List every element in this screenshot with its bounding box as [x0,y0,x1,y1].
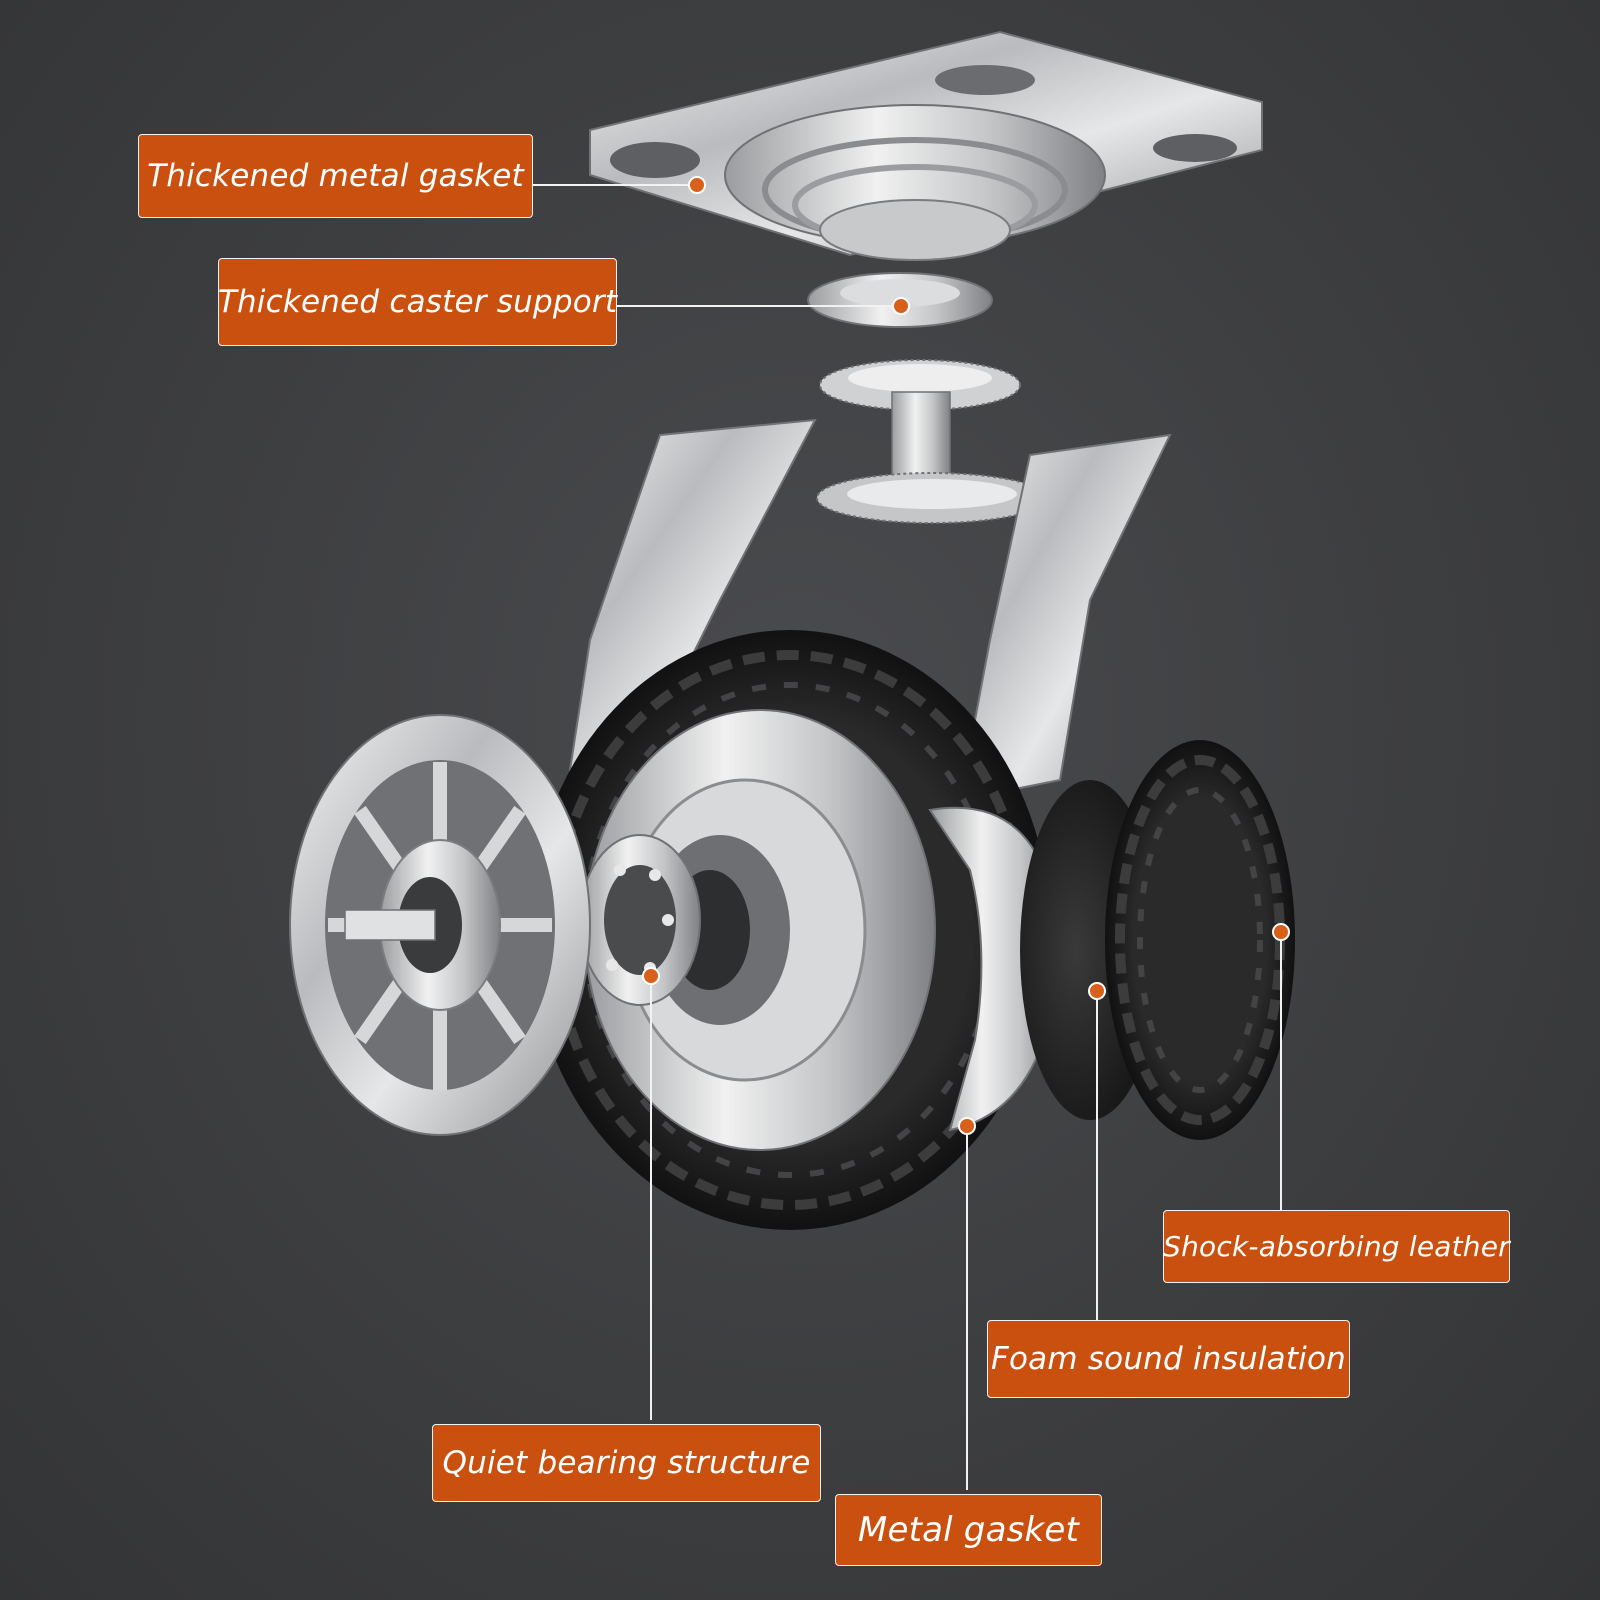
secondary-tire [1105,740,1295,1140]
label-metal-gasket: Metal gasket [835,1494,1102,1566]
marker-quiet-bearing-structure [642,967,660,985]
marker-shock-absorbing-leather [1272,923,1290,941]
top-mounting-plate [589,30,1263,261]
marker-thickened-metal-gasket [688,176,706,194]
kingpin-bolt [816,359,1048,524]
label-foam-sound-insulation: Foam sound insulation [987,1320,1350,1398]
label-thickened-caster-support: Thickened caster support [218,258,617,346]
leader-lines [533,184,1282,1490]
marker-metal-gasket [958,1117,976,1135]
label-quiet-bearing-structure: Quiet bearing structure [432,1424,821,1502]
label-thickened-metal-gasket: Thickened metal gasket [138,134,533,218]
fork-arms [568,418,1172,802]
label-shock-absorbing-leather: Shock-absorbing leather [1163,1210,1510,1283]
marker-foam-sound-insulation [1088,982,1106,1000]
marker-thickened-caster-support [892,297,910,315]
bearing [579,834,701,1006]
hub-cap [289,714,591,1136]
